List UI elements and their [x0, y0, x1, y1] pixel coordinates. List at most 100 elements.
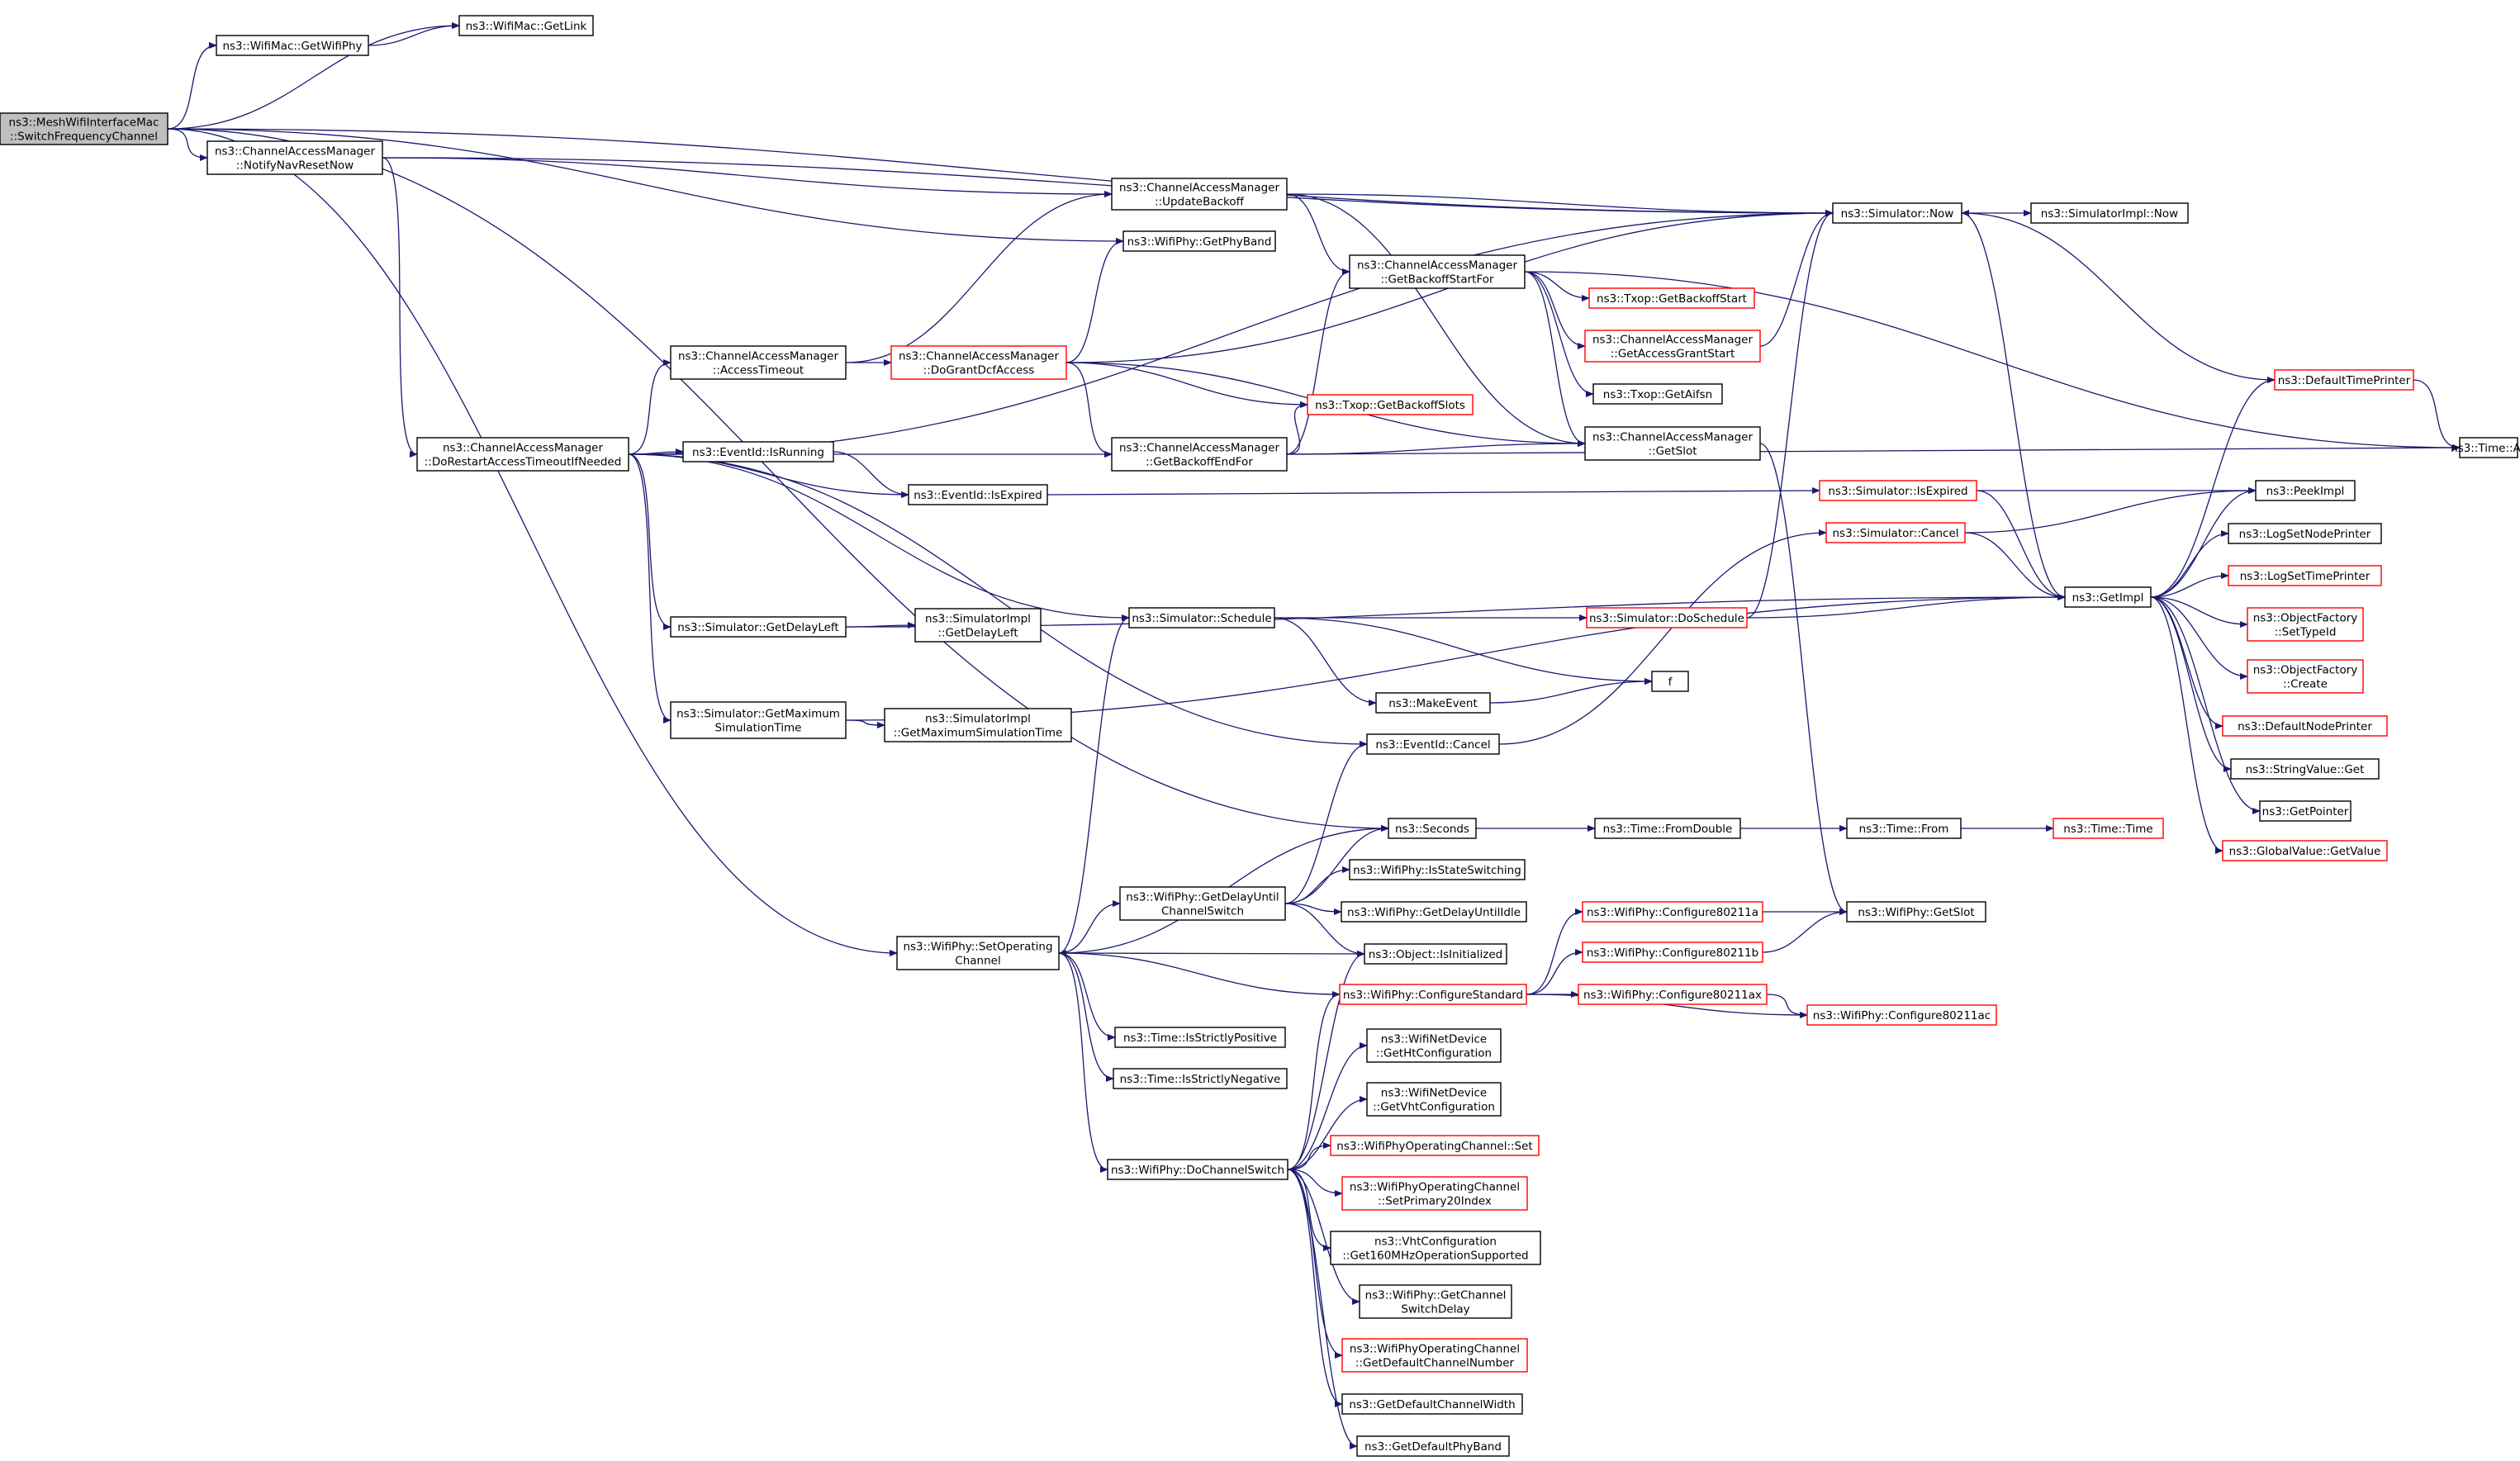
node-woc-get-default-ch-num[interactable]: ns3::WifiPhyOperatingChannel::GetDefault…: [1341, 1338, 1528, 1373]
node-get-impl[interactable]: ns3::GetImpl: [2064, 586, 2152, 608]
node-get-ht-configuration[interactable]: ns3::WifiNetDevice::GetHtConfiguration: [1366, 1028, 1502, 1063]
node-event-is-running[interactable]: ns3::EventId::IsRunning: [682, 441, 834, 462]
node-label: ns3::WifiPhy::GetDelayUntilIdle: [1347, 906, 1521, 919]
node-sim-is-expired[interactable]: ns3::Simulator::IsExpired: [1819, 480, 1977, 501]
node-time-from-double[interactable]: ns3::Time::FromDouble: [1594, 818, 1741, 839]
node-woc-set[interactable]: ns3::WifiPhyOperatingChannel::Set: [1330, 1135, 1540, 1156]
node-label: ::Create: [2283, 678, 2328, 691]
node-get-backoff-start-for[interactable]: ns3::ChannelAccessManager::GetBackoffSta…: [1349, 254, 1526, 289]
node-get-default-phy-band[interactable]: ns3::GetDefaultPhyBand: [1356, 1435, 1510, 1457]
node-sim-impl-get-delay-left[interactable]: ns3::SimulatorImpl::GetDelayLeft: [914, 608, 1042, 643]
node-configure80211ax[interactable]: ns3::WifiPhy::Configure80211ax: [1578, 984, 1768, 1005]
node-txop-get-aifsn[interactable]: ns3::Txop::GetAifsn: [1592, 383, 1723, 405]
node-sim-get-max-sim-time[interactable]: ns3::Simulator::GetMaximumSimulationTime: [670, 701, 847, 739]
node-access-timeout[interactable]: ns3::ChannelAccessManager::AccessTimeout: [670, 345, 847, 380]
node-woc-set-primary20[interactable]: ns3::WifiPhyOperatingChannel::SetPrimary…: [1341, 1176, 1528, 1211]
node-make-event[interactable]: ns3::MakeEvent: [1375, 692, 1491, 714]
node-log-set-time-printer[interactable]: ns3::LogSetTimePrinter: [2228, 565, 2382, 586]
node-box: [2222, 715, 2388, 737]
node-configure80211a[interactable]: ns3::WifiPhy::Configure80211a: [1582, 901, 1763, 923]
node-sim-schedule[interactable]: ns3::Simulator::Schedule: [1128, 607, 1275, 629]
node-get-pointer[interactable]: ns3::GetPointer: [2259, 800, 2352, 822]
node-box: [1594, 818, 1741, 839]
edge-get-delay-until-ch-switch-to-get-delay-until-idle: [1284, 903, 1342, 915]
edge-path: [1058, 950, 1365, 957]
node-txop-get-backoff-start[interactable]: ns3::Txop::GetBackoffStart: [1588, 287, 1755, 309]
node-do-grant-dcf-access[interactable]: ns3::ChannelAccessManager::DoGrantDcfAcc…: [890, 345, 1067, 380]
node-update-backoff[interactable]: ns3::ChannelAccessManager::UpdateBackoff: [1111, 178, 1288, 211]
node-default-time-printer[interactable]: ns3::DefaultTimePrinter: [2274, 369, 2414, 391]
node-notify-nav[interactable]: ns3::ChannelAccessManager::NotifyNavRese…: [206, 140, 383, 175]
node-get-phy-band[interactable]: ns3::WifiPhy::GetPhyBand: [1122, 230, 1276, 252]
node-label: ns3::WifiPhy::IsStateSwitching: [1353, 864, 1521, 877]
edge-path: [1524, 271, 1586, 349]
node-sim-now[interactable]: ns3::Simulator::Now: [1832, 202, 1962, 224]
node-vht-get160[interactable]: ns3::VhtConfiguration::Get160MHzOperatio…: [1330, 1231, 1541, 1265]
edge-path: [1286, 268, 1350, 455]
node-do-restart[interactable]: ns3::ChannelAccessManager::DoRestartAcce…: [416, 437, 629, 472]
edge-path: [1976, 490, 2066, 600]
node-get-wifi-phy[interactable]: ns3::WifiMac::GetWifiPhy: [216, 35, 369, 56]
node-do-channel-switch[interactable]: ns3::WifiPhy::DoChannelSwitch: [1107, 1159, 1288, 1180]
node-configure80211ac[interactable]: ns3::WifiPhy::Configure80211ac: [1806, 1004, 1997, 1026]
edge-path: [1284, 903, 1342, 915]
node-time-is-strictly-positive[interactable]: ns3::Time::IsStrictlyPositive: [1114, 1027, 1286, 1048]
node-get-backoff-end-for[interactable]: ns3::ChannelAccessManager::GetBackoffEnd…: [1111, 437, 1288, 472]
node-default-node-printer[interactable]: ns3::DefaultNodePrinter: [2222, 715, 2388, 737]
node-of-set-type-id[interactable]: ns3::ObjectFactory::SetTypeId: [2247, 607, 2364, 642]
node-get-delay-until-idle[interactable]: ns3::WifiPhy::GetDelayUntilIdle: [1341, 901, 1527, 923]
node-label: ns3::Time::From: [1859, 823, 1949, 836]
edge-update-backoff-to-cam-get-slot: [1286, 193, 1586, 447]
node-configure-standard[interactable]: ns3::WifiPhy::ConfigureStandard: [1339, 984, 1527, 1005]
node-get-link[interactable]: ns3::WifiMac::GetLink: [458, 15, 594, 36]
edge-event-cancel-to-sim-cancel: [1498, 529, 1827, 745]
node-get-vht-configuration[interactable]: ns3::WifiNetDevice::GetVhtConfiguration: [1366, 1082, 1502, 1117]
node-box: [1341, 1176, 1528, 1211]
edge-path: [167, 128, 1834, 216]
node-seconds[interactable]: ns3::Seconds: [1388, 818, 1477, 839]
node-sim-impl-get-max-sim-time[interactable]: ns3::SimulatorImpl::GetMaximumSimulation…: [884, 708, 1072, 742]
node-is-state-switching[interactable]: ns3::WifiPhy::IsStateSwitching: [1349, 859, 1526, 880]
node-sim-impl-now[interactable]: ns3::SimulatorImpl::Now: [2030, 202, 2189, 224]
edge-get-impl-to-default-time-printer: [2150, 377, 2276, 598]
node-global-value-get-value[interactable]: ns3::GlobalValue::GetValue: [2222, 840, 2388, 861]
node-label: ns3::EventId::IsRunning: [692, 446, 824, 459]
node-time-as[interactable]: ns3::Time::As: [2451, 437, 2520, 458]
node-box: [1825, 522, 1966, 543]
node-wifi-phy-get-slot[interactable]: ns3::WifiPhy::GetSlot: [1846, 901, 1986, 923]
node-string-value-get[interactable]: ns3::StringValue::Get: [2230, 758, 2380, 780]
node-of-create[interactable]: ns3::ObjectFactory::Create: [2247, 659, 2364, 694]
edge-path: [1287, 1169, 1360, 1305]
node-event-is-expired[interactable]: ns3::EventId::IsExpired: [908, 484, 1048, 505]
node-get-access-grant-start[interactable]: ns3::ChannelAccessManager::GetAccessGran…: [1584, 330, 1761, 363]
node-label: ns3::WifiPhy::GetSlot: [1858, 906, 1974, 919]
node-sim-get-delay-left[interactable]: ns3::Simulator::GetDelayLeft: [670, 616, 847, 638]
node-box: [2222, 840, 2388, 861]
edge-path: [628, 210, 1834, 455]
node-configure80211b[interactable]: ns3::WifiPhy::Configure80211b: [1582, 942, 1763, 963]
node-sim-do-schedule[interactable]: ns3::Simulator::DoSchedule: [1586, 607, 1748, 629]
node-log-set-node-printer[interactable]: ns3::LogSetNodePrinter: [2228, 523, 2382, 544]
node-time-is-strictly-negative[interactable]: ns3::Time::IsStrictlyNegative: [1113, 1068, 1288, 1089]
node-obj-is-initialized[interactable]: ns3::Object::IsInitialized: [1364, 943, 1507, 965]
node-time-from[interactable]: ns3::Time::From: [1846, 818, 1962, 839]
node-root[interactable]: ns3::MeshWifiInterfaceMac::SwitchFrequen…: [0, 112, 168, 145]
node-box: [2274, 369, 2414, 391]
node-box: [1359, 1284, 1512, 1319]
node-get-default-channel-width[interactable]: ns3::GetDefaultChannelWidth: [1341, 1393, 1523, 1415]
node-txop-get-backoff-slots[interactable]: ns3::Txop::GetBackoffSlots: [1307, 394, 1474, 415]
edge-path: [1961, 210, 2276, 381]
node-event-cancel[interactable]: ns3::EventId::Cancel: [1366, 733, 1500, 755]
node-label: ::GetAccessGrantStart: [1611, 348, 1735, 361]
node-peek-impl[interactable]: ns3::PeekImpl: [2255, 480, 2356, 501]
edge-update-backoff-to-get-backoff-start-for: [1286, 193, 1350, 275]
edge-path: [2150, 596, 2223, 854]
node-time-time[interactable]: ns3::Time::Time: [2053, 818, 2164, 839]
node-sim-cancel[interactable]: ns3::Simulator::Cancel: [1825, 522, 1966, 543]
node-cam-get-slot[interactable]: ns3::ChannelAccessManager::GetSlot: [1584, 426, 1761, 461]
node-f[interactable]: f: [1651, 671, 1689, 692]
